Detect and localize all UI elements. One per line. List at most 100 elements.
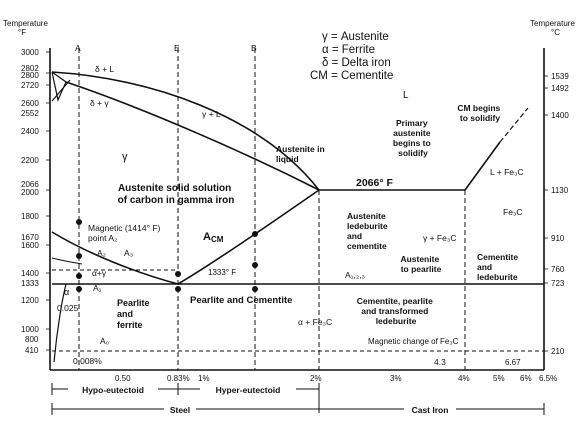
label-cementite-ledeburite: Cementite and ledeburite — [477, 252, 520, 282]
left-tick-label: 1400 — [21, 269, 39, 278]
left-tick-label: 410 — [25, 346, 39, 355]
label-4-3: 4.3 — [434, 357, 446, 367]
composition-markers — [78, 48, 466, 370]
left-tick-label: 1600 — [21, 241, 39, 250]
bottom-tick-label: 2% — [310, 374, 322, 383]
solidus-line — [65, 81, 320, 191]
bottom-axis-ticks: 0.50 0.83% 1% 2% 3% 4% 5% 6% 6.67 6.5% — [115, 358, 557, 383]
left-tick-label: 3000 — [21, 48, 39, 57]
label-gamma: γ — [122, 151, 128, 163]
point-dot — [76, 253, 82, 259]
point-dot — [175, 271, 181, 277]
label-l-fe3c: L + Fe₃C — [490, 167, 524, 177]
label-pearlite-ferrite: Pearlite and ferrite — [117, 298, 152, 330]
right-tick-label: 1492 — [551, 84, 569, 93]
left-tick-label: 2600 — [21, 99, 39, 108]
label-1333f: 1333° F — [208, 268, 236, 277]
legend-delta-iron: δ = Delta iron — [322, 57, 391, 69]
label-delta-l: δ + L — [95, 64, 114, 74]
liquidus-hyper-line — [464, 141, 501, 191]
bottom-tick-label: 6.5% — [539, 374, 557, 383]
right-tick-label: 1130 — [551, 186, 569, 195]
bottom-tick-label: 0.50 — [115, 374, 131, 383]
point-dot — [175, 286, 181, 292]
left-tick-label: 2720 — [21, 81, 39, 90]
cast-iron-label-bg — [404, 402, 456, 416]
label-alpha-gamma: α+γ — [92, 268, 107, 278]
right-axis-unit: °C — [551, 28, 560, 37]
label-delta-gamma: δ + γ — [90, 98, 109, 108]
point-dot — [252, 286, 258, 292]
label-a3: A₃ — [124, 248, 133, 258]
label-austenite-solid-solution: Austenite solid solution of carbon in ga… — [118, 183, 235, 206]
bottom-tick-label: 1% — [198, 374, 210, 383]
marker-label-a: A — [75, 43, 81, 53]
label-a0: A₀ — [100, 336, 110, 346]
label-pearlite-cementite: Pearlite and Cementite — [190, 295, 292, 306]
label-liquid: L — [403, 90, 409, 101]
label-cast-iron: Cast Iron — [412, 405, 449, 415]
label-acm: ACM — [203, 231, 224, 244]
bottom-tick-label: 3% — [390, 374, 402, 383]
left-tick-label: 800 — [25, 335, 39, 344]
label-fe3c: Fe₃C — [503, 207, 523, 217]
left-tick-label: 2000 — [21, 188, 39, 197]
hypo-label-bg — [68, 382, 158, 396]
label-primary-austenite: Primary austenite begins to solidify — [393, 118, 433, 158]
label-gamma-fe3c: γ + Fe₃C — [423, 233, 456, 243]
dashed-lines — [52, 269, 544, 352]
right-tick-label: 1539 — [551, 72, 569, 81]
label-0025: 0.025 — [57, 303, 79, 313]
label-magnetic-point: Magnetic (1414° F) point A₂ — [88, 223, 163, 243]
hyper-label-bg — [200, 382, 296, 396]
steel-label-bg — [164, 402, 196, 416]
label-magnetic-fe3c: Magnetic change of Fe₃C — [368, 337, 459, 346]
right-axis-ticks: 1539 1492 1400 1130 910 760 723 210 — [544, 72, 569, 356]
right-tick-label: 723 — [551, 279, 565, 288]
left-tick-label: 1200 — [21, 296, 39, 305]
a3-line — [51, 231, 179, 285]
ferrite-solvus — [53, 283, 67, 363]
left-tick-label: 2400 — [21, 127, 39, 136]
left-tick-label: 2802 — [21, 64, 39, 73]
a2-curve — [51, 257, 83, 265]
liquidus-line — [51, 71, 320, 191]
marker-dots — [76, 219, 258, 292]
bottom-tick-label: 4% — [458, 374, 470, 383]
right-tick-label: 760 — [551, 265, 565, 274]
right-axis-title: Temperature — [530, 19, 575, 28]
label-austenite-to-pearlite: Austenite to pearlite — [400, 254, 441, 274]
point-dot — [252, 231, 258, 237]
left-tick-label: 1000 — [21, 325, 39, 334]
cm-liquidus-line — [499, 107, 529, 143]
label-hyper-eutectoid: Hyper-eutectoid — [216, 385, 281, 395]
bottom-tick-label: 6% — [520, 374, 532, 383]
marker-label-b: B — [251, 43, 257, 53]
phase-boundaries — [51, 71, 544, 363]
legend: γ = Austenite α = Ferrite δ = Delta iron… — [310, 31, 393, 82]
left-tick-label: 2552 — [21, 109, 39, 118]
left-axis-ticks: 3000 2802 2800 2720 2600 2552 2400 2200 … — [21, 48, 50, 355]
right-tick-label: 1400 — [551, 111, 569, 120]
point-dot — [76, 286, 82, 292]
label-a1: A₁ — [93, 283, 102, 293]
label-cementite-pearlite: Cementite, pearlite and transformed lede… — [357, 296, 435, 326]
label-steel: Steel — [170, 405, 190, 415]
bottom-tick-label: 6.67 — [505, 358, 521, 367]
left-tick-label: 2800 — [21, 71, 39, 80]
left-tick-label: 2066 — [21, 180, 39, 189]
point-dot — [76, 219, 82, 225]
label-cm-begins: CM begins to solidify — [457, 103, 502, 123]
label-0008: 0.008% — [73, 356, 102, 366]
plot-frame — [49, 48, 545, 371]
left-tick-label: 2200 — [21, 156, 39, 165]
left-axis-title: Temperature — [3, 19, 48, 28]
left-tick-label: 1800 — [21, 212, 39, 221]
delta-boundary — [51, 71, 67, 102]
legend-austenite: γ = Austenite — [322, 31, 389, 43]
left-tick-label: 1670 — [21, 233, 39, 242]
label-a2: A₂ — [97, 248, 106, 258]
label-hypo-eutectoid: Hypo-eutectoid — [82, 385, 144, 395]
marker-label-e: E — [174, 43, 180, 53]
